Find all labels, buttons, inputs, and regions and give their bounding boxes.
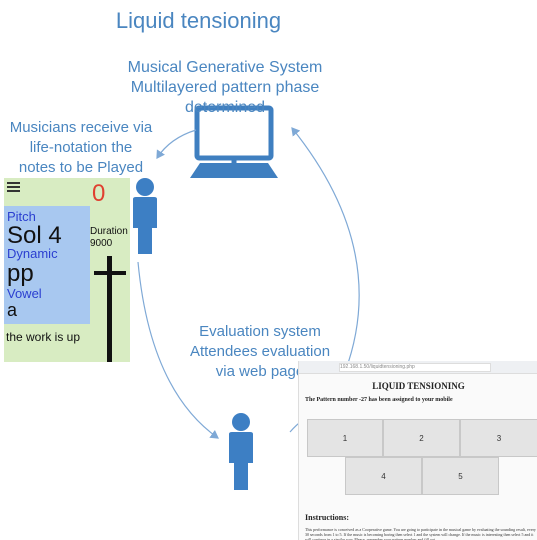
evaluation-label-line2: Attendees evaluation [189, 343, 331, 360]
webpage-subtitle: The Pattern number -27 has been assigned… [305, 397, 453, 403]
phone-topbar [4, 178, 130, 206]
evaluation-label-line1: Evaluation system [199, 323, 321, 340]
duration-value: 9000 [90, 238, 113, 249]
dynamic-value: pp [7, 260, 34, 287]
duration-bar-vertical [107, 256, 112, 362]
system-label: Musical Generative System Multilayered p… [110, 58, 340, 118]
evaluation-label-line3: via web page [215, 363, 305, 380]
system-label-line2: Multilayered pattern phase determined [130, 79, 320, 116]
vowel-value: a [7, 300, 18, 320]
rating-button-3[interactable]: 3 [460, 419, 537, 457]
webpage-title: LIQUID TENSIONING [372, 381, 465, 391]
rating-button-2[interactable]: 2 [383, 419, 460, 457]
person-icon [133, 178, 157, 254]
menu-icon[interactable] [7, 182, 20, 194]
arrow-musician-to-attendee [137, 261, 219, 439]
instructions-text: This performance is conceived as a Coope… [305, 527, 536, 540]
rating-button-5[interactable]: 5 [422, 457, 499, 495]
musicians-label-line3: notes to be Played [18, 159, 144, 176]
phone-counter: 0 [92, 180, 106, 207]
person-icon [229, 413, 253, 490]
phone-status: the work is up [6, 330, 81, 344]
pitch-label: Pitch [7, 209, 36, 224]
evaluation-label: Evaluation system Attendees evaluation v… [170, 322, 350, 382]
arrow-webpage-to-computer [291, 127, 360, 373]
arrow-computer-to-musician [156, 129, 197, 160]
phone-notation-screenshot: 0 Pitch Sol 4 Dynamic pp Vowel a Duratio… [4, 178, 130, 362]
vowel-label: Vowel [7, 286, 42, 301]
duration-bar-horizontal [94, 271, 126, 275]
rating-button-4[interactable]: 4 [345, 457, 422, 495]
computer-icon [190, 105, 278, 178]
duration-label: Duration [90, 226, 128, 237]
musicians-label: Musicians receive via life-notation the … [0, 118, 162, 178]
diagram-title: Liquid tensioning [115, 8, 282, 33]
instructions-heading: Instructions: [305, 513, 350, 522]
notation-panel: Pitch Sol 4 Dynamic pp Vowel a [4, 206, 90, 324]
dynamic-label: Dynamic [7, 246, 58, 261]
webpage-screenshot: 192.168.1.50/liquidtensioning.php LIQUID… [298, 361, 537, 540]
pitch-value: Sol 4 [7, 222, 62, 249]
musicians-label-line2: life-notation the [29, 139, 133, 156]
url-field[interactable]: 192.168.1.50/liquidtensioning.php [339, 363, 491, 372]
rating-button-1[interactable]: 1 [307, 419, 383, 457]
system-label-line1: Musical Generative System [127, 59, 323, 76]
musicians-label-line1: Musicians receive via [9, 119, 153, 136]
duration-block: Duration 9000 [90, 226, 128, 250]
